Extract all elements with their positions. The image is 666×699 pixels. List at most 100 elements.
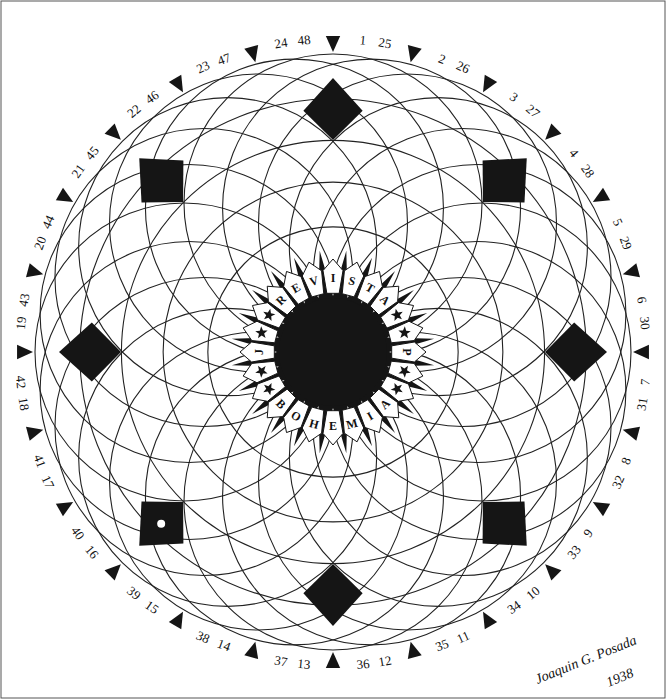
point-number: 39 xyxy=(124,584,142,602)
point-number: 1 xyxy=(359,34,367,48)
rim-pointer xyxy=(169,612,183,629)
star-symbol xyxy=(255,366,267,378)
point-number: 32 xyxy=(609,474,626,491)
point-number: 8 xyxy=(619,456,633,467)
dark-cell xyxy=(303,564,362,626)
point-number: 9 xyxy=(581,527,595,540)
dark-cell xyxy=(545,322,607,381)
point-number: 23 xyxy=(194,59,211,76)
ring-line xyxy=(163,182,503,522)
ring-line xyxy=(208,227,458,477)
dark-cell xyxy=(303,78,362,140)
emblem-letter: I xyxy=(331,272,336,284)
emblem-letter: E xyxy=(329,420,337,432)
center-disk xyxy=(279,298,387,406)
rim-pointers xyxy=(17,36,649,668)
dark-cell xyxy=(483,502,527,546)
letter-tile xyxy=(342,407,363,442)
dark-cells xyxy=(59,78,607,626)
emblem-letter: J xyxy=(253,349,265,355)
board-grid xyxy=(35,54,631,650)
emblem-letter: T xyxy=(364,281,377,295)
letter-tile xyxy=(243,361,278,382)
emblem-letter: I xyxy=(365,410,375,423)
signature-year: 1938 xyxy=(604,666,635,689)
point-number: 45 xyxy=(83,143,101,161)
point-number: 22 xyxy=(124,102,142,120)
dark-cell xyxy=(139,502,183,546)
point-number: 13 xyxy=(296,657,310,671)
point-number: 35 xyxy=(434,637,451,654)
point-number: 11 xyxy=(455,628,472,645)
emblem-letter: E xyxy=(290,281,303,295)
rim-pointer xyxy=(105,124,121,140)
point-number: 36 xyxy=(355,657,369,671)
letter-tiles xyxy=(240,259,426,445)
point-number: 38 xyxy=(194,628,211,645)
rim-pointer xyxy=(326,36,340,52)
rim-pointer xyxy=(56,502,73,516)
emblem-letter: R xyxy=(273,292,288,307)
star-symbol xyxy=(398,326,410,338)
letter-tile xyxy=(388,321,423,342)
dark-cell xyxy=(483,158,527,202)
point-number: 24 xyxy=(273,36,288,51)
letter-tile xyxy=(240,342,274,362)
emblem-letter: A xyxy=(378,397,393,412)
emblem-letter: A xyxy=(378,292,393,307)
white-dot xyxy=(157,520,165,528)
rim-pointer xyxy=(408,642,422,659)
point-number: 4 xyxy=(567,146,581,159)
rim-pointer xyxy=(26,427,43,441)
rim-pointer xyxy=(26,263,43,277)
point-number: 47 xyxy=(216,50,233,67)
star-symbol xyxy=(398,366,410,378)
point-number: 30 xyxy=(638,315,652,329)
emblem-letter: O xyxy=(289,409,303,424)
tile-stars xyxy=(255,309,411,396)
emblem-letter: M xyxy=(345,416,359,431)
point-number: 28 xyxy=(579,162,597,180)
rim-pointer xyxy=(623,427,640,441)
rim-pointer xyxy=(169,75,183,92)
point-number: 6 xyxy=(635,296,649,305)
emblem-letter: P xyxy=(401,348,413,355)
rim-pointer xyxy=(326,652,340,668)
point-number: 3 xyxy=(508,90,521,104)
rim-pointer xyxy=(56,188,73,202)
rim-pointer xyxy=(17,345,33,359)
point-number: 40 xyxy=(69,524,87,542)
point-number: 17 xyxy=(40,474,57,491)
point-number: 29 xyxy=(618,235,635,252)
rim-pointer xyxy=(483,612,497,629)
point-number: 48 xyxy=(296,33,310,47)
rim-pointer xyxy=(545,564,561,580)
point-number: 42 xyxy=(14,374,28,388)
point-number: 37 xyxy=(273,653,288,668)
rim-pointer xyxy=(623,263,640,277)
point-number: 12 xyxy=(378,653,393,668)
point-number: 25 xyxy=(378,36,393,51)
point-number: 16 xyxy=(83,542,101,560)
point-number: 15 xyxy=(143,598,161,616)
star-symbol xyxy=(255,326,267,338)
emblem-letter: B xyxy=(274,397,288,411)
ring-line xyxy=(80,99,587,606)
rim-pointer xyxy=(408,45,422,62)
point-number: 2 xyxy=(437,51,448,65)
rim-pointer xyxy=(244,642,258,659)
rim-pointer xyxy=(593,502,610,516)
star-symbol xyxy=(391,383,403,395)
letter-tile xyxy=(323,259,343,293)
point-number: 33 xyxy=(565,542,583,560)
star-symbol xyxy=(263,309,275,321)
star-symbol xyxy=(263,383,275,395)
rim-pointer xyxy=(633,345,649,359)
point-number: 43 xyxy=(17,292,32,307)
point-number: 5 xyxy=(610,216,625,227)
point-number: 20 xyxy=(31,235,48,252)
rim-pointer xyxy=(483,75,497,92)
